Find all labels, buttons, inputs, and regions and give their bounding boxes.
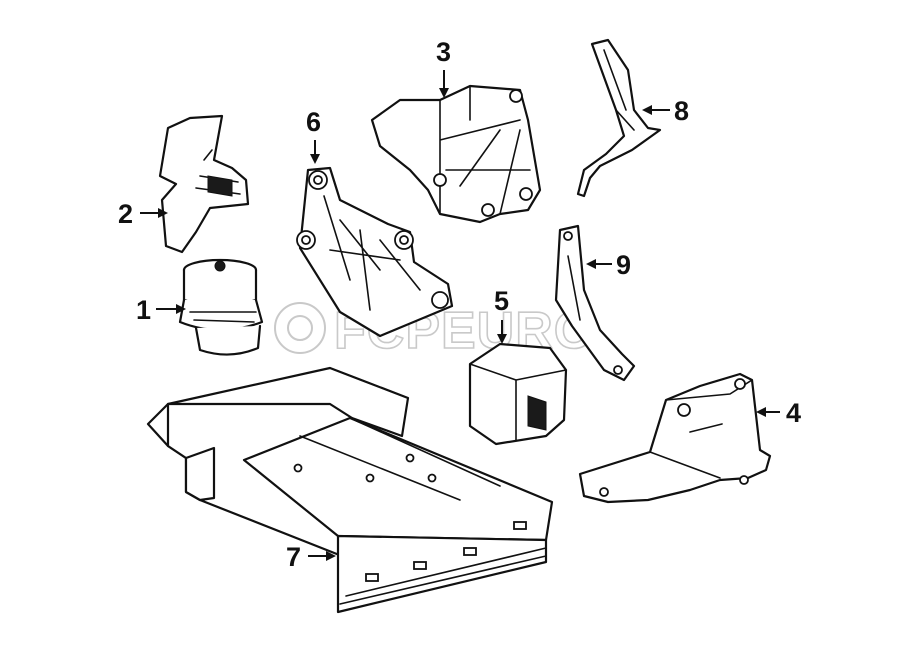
callout-7: 7 bbox=[286, 542, 336, 572]
part-6-engine-bracket[interactable] bbox=[296, 166, 454, 338]
callout-3: 3 bbox=[436, 37, 451, 98]
part-9-bracket[interactable] bbox=[554, 224, 636, 382]
callout-2-label: 2 bbox=[118, 199, 133, 229]
callout-5-label: 5 bbox=[494, 286, 509, 316]
callout-7-label: 7 bbox=[286, 542, 301, 572]
callout-8-label: 8 bbox=[674, 96, 689, 126]
callout-9: 9 bbox=[586, 250, 631, 280]
part-5-transmission-mount[interactable] bbox=[468, 342, 568, 446]
part-8-bracket[interactable] bbox=[576, 38, 662, 198]
callout-6-label: 6 bbox=[306, 107, 321, 137]
part-2-mount[interactable] bbox=[158, 114, 250, 254]
part-1-engine-mount[interactable] bbox=[178, 258, 264, 356]
callout-1: 1 bbox=[136, 295, 186, 325]
callout-9-label: 9 bbox=[616, 250, 631, 280]
callout-5: 5 bbox=[494, 286, 509, 344]
callout-3-label: 3 bbox=[436, 37, 451, 67]
part-7-crossmember[interactable] bbox=[146, 366, 554, 614]
callout-1-label: 1 bbox=[136, 295, 151, 325]
callout-4-label: 4 bbox=[786, 398, 801, 428]
part-3-bracket[interactable] bbox=[370, 84, 542, 224]
part-4-mount-bracket[interactable] bbox=[578, 372, 772, 504]
callout-6: 6 bbox=[306, 107, 321, 164]
callout-4: 4 bbox=[756, 398, 801, 428]
callout-2: 2 bbox=[118, 199, 168, 229]
callout-8: 8 bbox=[642, 96, 689, 126]
